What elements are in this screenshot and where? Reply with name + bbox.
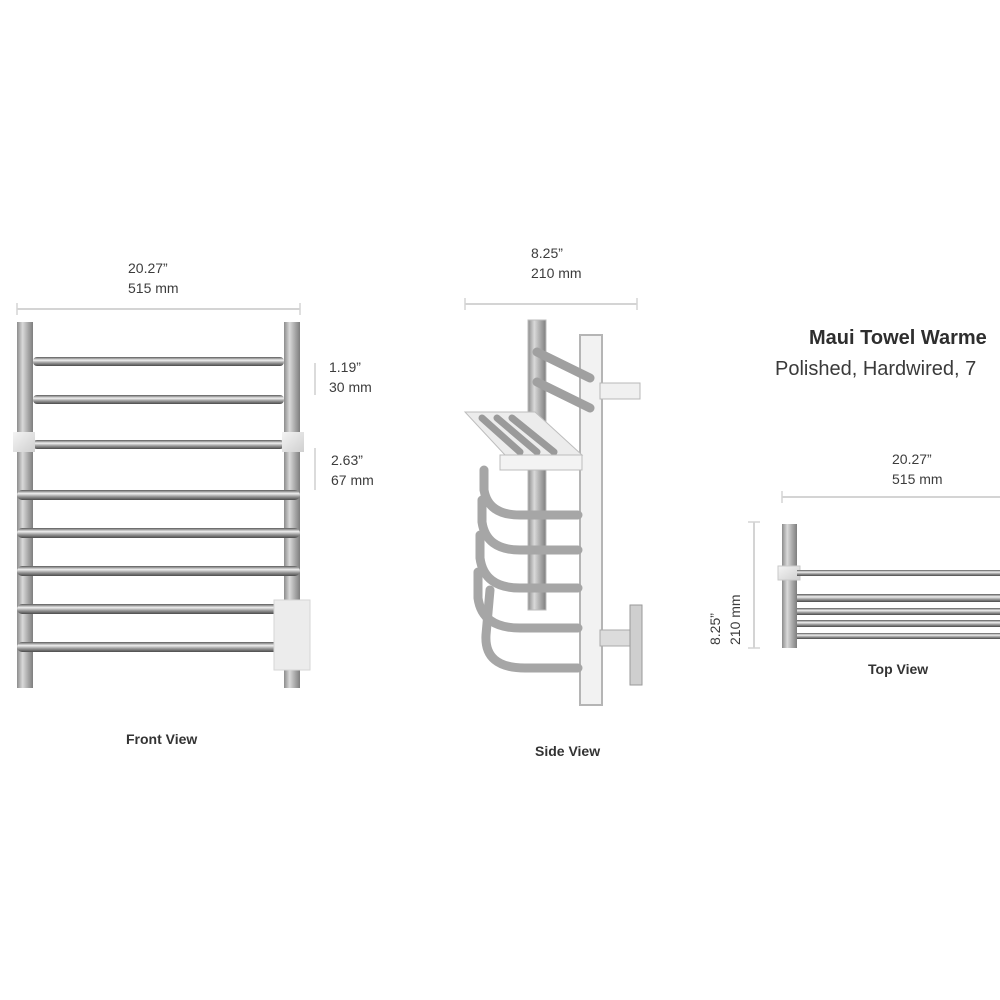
small-spacing-label: 1.19” 30 mm xyxy=(329,357,372,397)
front-bar xyxy=(17,490,300,500)
front-bar xyxy=(33,440,284,449)
top-depth-mm: 210 mm xyxy=(727,594,743,645)
front-left-post xyxy=(17,322,33,688)
front-width-inches: 20.27” xyxy=(128,260,168,276)
top-bracket xyxy=(777,565,801,581)
front-bars xyxy=(17,357,300,652)
front-junction-box xyxy=(273,599,311,671)
front-bar xyxy=(17,642,300,652)
front-width-mm: 515 mm xyxy=(128,280,179,296)
front-bar xyxy=(33,395,284,404)
large-spacing-inches: 2.63” xyxy=(331,452,363,468)
front-view-caption: Front View xyxy=(126,731,198,747)
side-front-post xyxy=(579,334,603,706)
side-view-caption: Side View xyxy=(535,743,601,759)
top-depth-label: 8.25” 210 mm xyxy=(705,594,745,645)
front-mount-bracket-right xyxy=(282,432,304,452)
side-loop-bar xyxy=(479,465,583,520)
side-view-drawing xyxy=(463,298,643,706)
small-spacing-mm: 30 mm xyxy=(329,379,372,395)
top-bar xyxy=(797,633,1000,639)
top-width-mm: 515 mm xyxy=(892,471,943,487)
front-bar xyxy=(33,357,284,366)
top-width-inches: 20.27” xyxy=(892,451,932,467)
top-post xyxy=(782,524,797,648)
front-bar xyxy=(17,604,300,614)
side-wall-bracket-top xyxy=(599,382,641,400)
side-loop-bar xyxy=(475,530,583,593)
front-view-drawing xyxy=(13,303,316,688)
side-loop-bar xyxy=(477,495,583,555)
top-view-caption: Top View xyxy=(868,661,929,677)
small-spacing-inches: 1.19” xyxy=(329,359,361,375)
side-depth-inches: 8.25” xyxy=(531,245,563,261)
front-width-label: 20.27” 515 mm xyxy=(128,258,179,298)
side-depth-label: 8.25” 210 mm xyxy=(531,243,582,283)
top-depth-inches: 8.25” xyxy=(707,613,723,645)
front-right-post xyxy=(284,322,300,688)
side-loop-bar xyxy=(481,585,583,673)
front-mount-bracket-left xyxy=(13,432,35,452)
top-bar xyxy=(797,620,1000,627)
side-wall-bracket-bottom xyxy=(599,629,631,647)
front-bar xyxy=(17,566,300,576)
top-bar xyxy=(797,594,1000,602)
product-subtitle: Polished, Hardwired, 7 xyxy=(775,358,977,380)
top-bar xyxy=(797,570,1000,576)
large-spacing-label: 2.63” 67 mm xyxy=(331,450,374,490)
top-width-label: 20.27” 515 mm xyxy=(892,449,943,489)
side-wall-plate xyxy=(629,604,643,686)
front-bar xyxy=(17,528,300,538)
product-title: Maui Towel Warme xyxy=(809,327,987,349)
top-bar xyxy=(797,608,1000,615)
large-spacing-mm: 67 mm xyxy=(331,472,374,488)
side-depth-mm: 210 mm xyxy=(531,265,582,281)
top-view-drawing xyxy=(748,491,1000,649)
